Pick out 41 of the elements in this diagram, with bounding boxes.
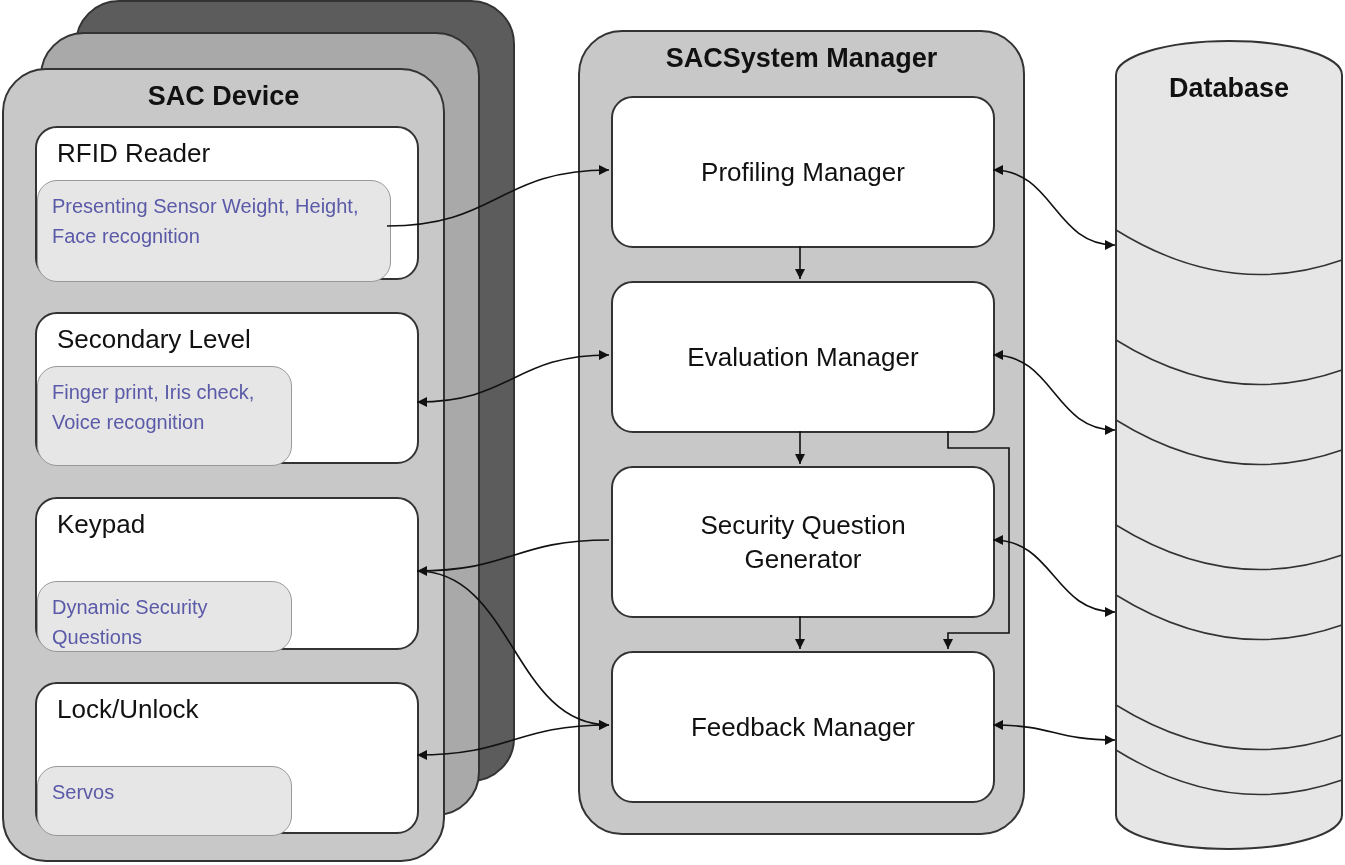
arrow	[943, 430, 1010, 650]
arrow	[795, 615, 805, 650]
component-box	[35, 126, 419, 280]
node-label: Evaluation Manager	[687, 341, 919, 374]
node-label: Keypad	[57, 509, 146, 539]
node-label: Servos	[52, 780, 115, 805]
module-box	[611, 96, 995, 248]
arrow	[416, 720, 610, 760]
node-label: RFID Reader	[57, 138, 211, 168]
node-label: Dynamic Security Questions	[52, 595, 209, 650]
node-label: SACSystem Manager	[665, 42, 938, 75]
feature-box	[37, 581, 292, 652]
component-box	[35, 312, 419, 464]
feature-box	[37, 766, 292, 836]
component-box	[35, 682, 419, 834]
feature-box	[37, 180, 391, 282]
node-label: SAC Device	[147, 80, 300, 113]
node-label: Database	[1168, 72, 1290, 105]
node-label: Secondary Level	[57, 324, 251, 354]
module-box	[611, 466, 995, 618]
arrow	[992, 351, 1116, 434]
group-panel	[578, 30, 1025, 835]
arrow	[992, 166, 1116, 249]
group-panel	[2, 68, 445, 862]
arrow	[795, 430, 805, 465]
module-box	[611, 281, 995, 433]
node-label: Finger print, Iris check, Voice recognition	[52, 380, 256, 435]
node-label: Presenting Sensor Weight, Height, Face recognition	[52, 194, 360, 249]
feature-box	[37, 366, 292, 466]
arrow	[992, 720, 1116, 745]
database-cylinder	[1115, 40, 1343, 850]
module-box	[611, 651, 995, 803]
arrow	[795, 245, 805, 280]
node-label: Feedback Manager	[691, 711, 915, 744]
node-label: Security Question Generator	[699, 509, 907, 576]
arrow	[416, 350, 610, 407]
arrow	[992, 536, 1116, 616]
component-box	[35, 497, 419, 650]
node-label: Profiling Manager	[701, 156, 905, 189]
node-label: Lock/Unlock	[57, 694, 199, 724]
arrow	[386, 165, 610, 227]
